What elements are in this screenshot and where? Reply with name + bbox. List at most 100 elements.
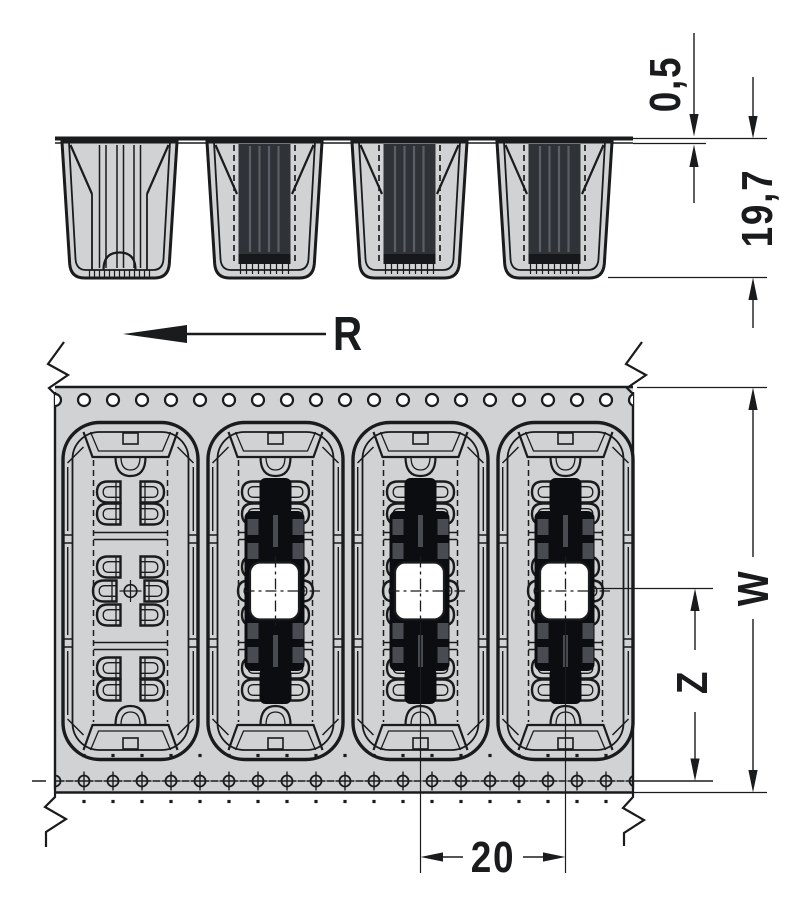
centerline-row xyxy=(32,770,713,792)
index-dot xyxy=(169,799,173,804)
index-dot xyxy=(314,799,318,804)
side-pockets xyxy=(60,140,614,280)
index-dot xyxy=(430,799,434,804)
index-dot xyxy=(256,753,260,758)
sprocket-hole xyxy=(250,392,266,408)
index-dot xyxy=(343,753,347,758)
index-dot xyxy=(604,799,608,804)
sprocket-holes xyxy=(55,392,633,408)
index-dot xyxy=(285,799,289,804)
tape-width-label: W xyxy=(728,570,778,607)
index-dot xyxy=(372,799,376,804)
index-dot xyxy=(343,799,347,804)
sprocket-hole xyxy=(105,392,121,408)
sprocket-hole xyxy=(134,392,150,408)
break-line-bottom-left xyxy=(43,789,69,847)
dim-arrow-down-icon xyxy=(690,758,700,781)
index-dot xyxy=(140,799,144,804)
index-dot xyxy=(198,799,202,804)
break-line-top-right xyxy=(624,341,649,395)
dimension-tape-width: W xyxy=(633,386,778,794)
pocket-depth-label: 19,7 xyxy=(732,169,782,248)
index-dot xyxy=(546,753,550,758)
index-dot xyxy=(256,799,260,804)
sprocket-hole xyxy=(540,392,556,408)
tape-thickness-label: 0,5 xyxy=(640,56,690,112)
dimension-tape-thickness: 0,5 xyxy=(640,33,699,203)
dim-arrow-up-icon xyxy=(748,277,758,300)
index-dot xyxy=(517,753,521,758)
sprocket-hole xyxy=(482,392,498,408)
sprocket-hole xyxy=(424,392,440,408)
dim-extension-lines xyxy=(633,386,767,794)
sprocket-hole xyxy=(308,392,324,408)
index-dot xyxy=(314,753,318,758)
index-dot xyxy=(604,753,608,758)
dim-arrow-up-icon xyxy=(748,387,758,410)
plan-view: 20 W Z xyxy=(32,341,778,882)
index-dot xyxy=(198,753,202,758)
pocket-pitch-label: 20 xyxy=(471,832,515,882)
sprocket-hole xyxy=(279,392,295,408)
sprocket-hole xyxy=(598,392,614,408)
sprocket-hole xyxy=(511,392,527,408)
index-dot xyxy=(546,799,550,804)
dim-arrow-down-icon xyxy=(689,114,699,137)
index-dot xyxy=(227,799,231,804)
side-pocket-empty xyxy=(60,140,179,280)
dim-arrow-left-icon xyxy=(420,852,443,862)
index-dot xyxy=(430,753,434,758)
dot-rows xyxy=(82,753,608,804)
sprocket-hole xyxy=(366,392,382,408)
index-dot xyxy=(285,753,289,758)
index-dot xyxy=(82,799,86,804)
unreeling-direction: R xyxy=(123,308,364,361)
sprocket-hole xyxy=(192,392,208,408)
sprocket-hole xyxy=(337,392,353,408)
index-dot xyxy=(575,753,579,758)
sprocket-hole xyxy=(453,392,469,408)
dim-arrow-down-icon xyxy=(748,116,758,139)
index-dot xyxy=(140,753,144,758)
break-line-top-left xyxy=(46,341,71,395)
index-dot xyxy=(82,753,86,758)
center-marks xyxy=(55,770,633,792)
side-pocket-loaded xyxy=(350,140,469,280)
dimension-pocket-pitch: 20 xyxy=(419,626,567,882)
index-dot xyxy=(111,753,115,758)
sprocket-hole xyxy=(163,392,179,408)
index-dot xyxy=(111,799,115,804)
sprocket-hole xyxy=(221,392,237,408)
index-dot xyxy=(488,799,492,804)
index-dot xyxy=(517,799,521,804)
sprocket-hole xyxy=(395,392,411,408)
sprocket-hole xyxy=(569,392,585,408)
left-arrow-icon xyxy=(123,325,187,343)
index-dot xyxy=(575,799,579,804)
side-view: 0,5 19,7 xyxy=(55,33,782,328)
dim-arrow-up-icon xyxy=(689,144,699,167)
break-line-bottom-right xyxy=(621,789,647,846)
index-dot xyxy=(227,753,231,758)
index-dot xyxy=(459,753,463,758)
dim-extension-lines xyxy=(419,626,567,873)
index-dot xyxy=(488,753,492,758)
side-pocket-loaded xyxy=(205,140,324,280)
z-dimension-label: Z xyxy=(667,670,717,694)
index-dot xyxy=(372,753,376,758)
dimension-z: Z xyxy=(593,587,717,781)
index-dot xyxy=(459,799,463,804)
sprocket-hole xyxy=(55,392,63,408)
sprocket-hole xyxy=(627,393,633,407)
side-pocket-loaded xyxy=(495,140,614,280)
sprocket-hole xyxy=(76,392,92,408)
dimension-pocket-depth: 19,7 xyxy=(732,77,782,328)
index-dot xyxy=(401,799,405,804)
unreeling-direction-label: R xyxy=(333,308,364,361)
dim-arrow-up-icon xyxy=(690,588,700,611)
dim-arrow-right-icon xyxy=(543,852,566,862)
index-dot xyxy=(401,753,405,758)
index-dot xyxy=(169,753,173,758)
